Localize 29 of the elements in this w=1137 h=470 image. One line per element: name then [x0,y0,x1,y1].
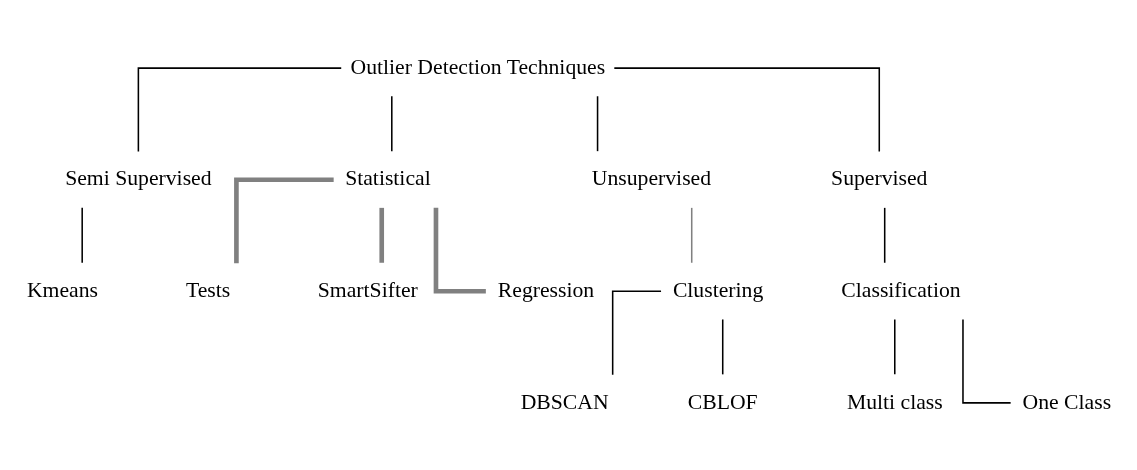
connector [611,290,662,375]
node-text: Regression [497,277,595,302]
node-text: Clustering [672,277,764,302]
node-text: CBLOF [687,389,758,414]
connector [596,95,599,152]
node-text: Semi Supervised [65,165,212,190]
node-text: Kmeans [26,277,98,302]
connector [81,206,83,264]
node-text: One Class [1022,389,1112,414]
node-text: Outlier Detection Techniques [350,54,606,79]
node-text: Supervised [831,165,928,190]
connector [137,66,342,152]
connector [690,206,693,264]
connector [613,66,881,152]
node-text: DBSCAN [520,389,609,414]
connector [234,176,334,263]
connector [391,95,393,152]
connector [962,318,1012,404]
node-text: Tests [185,277,231,302]
connector [883,206,886,264]
connector [721,318,724,375]
node-text: Multi class [846,389,943,414]
connector [433,207,486,294]
node-text: Classification [841,277,961,302]
node-text: Statistical [345,165,431,190]
connector [379,207,385,263]
node-text: Unsupervised [591,165,712,190]
connector [894,318,896,375]
node-text: SmartSifter [317,277,418,302]
